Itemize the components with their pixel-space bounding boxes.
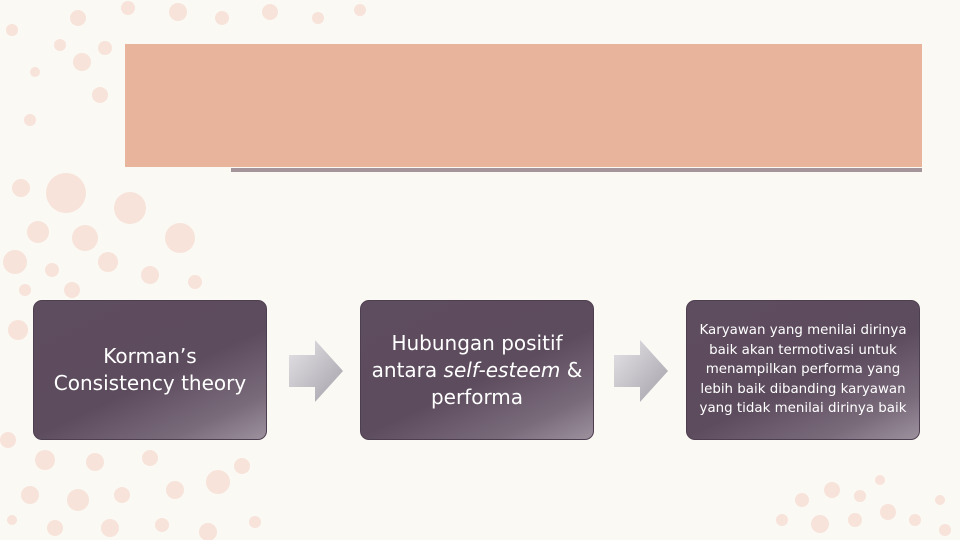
step-box-positive-relationship: Hubungan positif antara self-esteem & pe…: [360, 300, 594, 440]
arrow-right-icon: [289, 340, 343, 402]
step-text-italic: self-esteem: [443, 357, 561, 382]
step-text: Korman’s Consistency theory: [53, 344, 247, 395]
step-text: Karyawan yang menilai dirinya baik akan …: [699, 323, 907, 417]
step-text-before: Hubungan positif antara: [371, 330, 563, 382]
step-box-employee-motivation: Karyawan yang menilai dirinya baik akan …: [686, 300, 920, 440]
step-text-after: & performa: [430, 357, 583, 409]
step-text: Hubungan positif antara self-esteem & pe…: [371, 330, 583, 411]
title-underline: [231, 168, 922, 172]
arrow-right-icon: [614, 340, 668, 402]
title-banner: [125, 44, 922, 167]
step-box-korman-theory: Korman’s Consistency theory: [33, 300, 267, 440]
